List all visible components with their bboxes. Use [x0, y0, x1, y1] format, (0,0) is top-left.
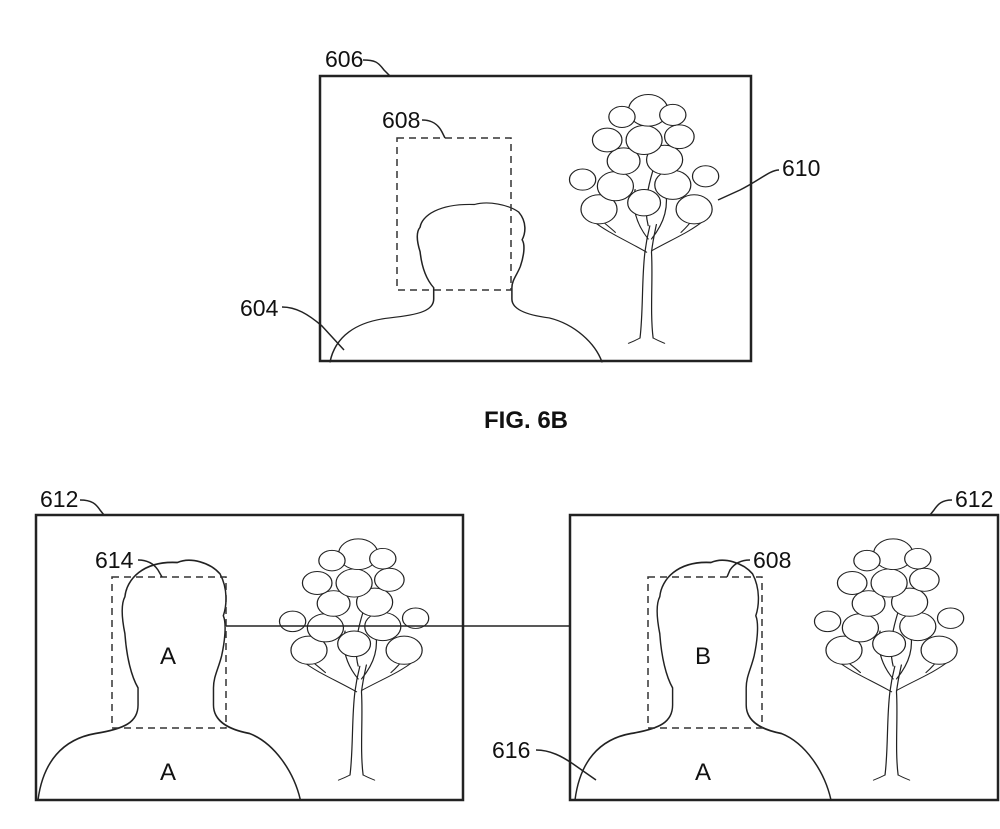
- top-panel: 606 608 604 610: [240, 46, 820, 363]
- body-letter-left: A: [160, 759, 176, 786]
- leader-608-right: [726, 559, 751, 578]
- leader-604: [281, 306, 345, 351]
- label-604: 604: [240, 295, 279, 321]
- label-612-right: 612: [955, 486, 993, 512]
- leader-612-left: [79, 499, 105, 516]
- figure-caption: FIG. 6B: [484, 407, 568, 434]
- label-606: 606: [325, 46, 363, 72]
- label-616: 616: [492, 737, 530, 763]
- body-letter-right: A: [695, 759, 711, 786]
- leader-614: [137, 559, 163, 578]
- face-box-608: [396, 137, 512, 291]
- label-608: 608: [382, 107, 420, 133]
- head-letter-right: B: [695, 643, 711, 670]
- leader-612-right: [929, 499, 953, 516]
- bottom-left-panel: 612 614 A A: [34, 486, 465, 802]
- label-610: 610: [782, 155, 820, 181]
- label-612-left: 612: [40, 486, 78, 512]
- bottom-right-panel: 612 608 B A 616: [492, 486, 1000, 802]
- label-614: 614: [95, 547, 134, 573]
- label-608-right: 608: [753, 547, 791, 573]
- leader-608: [421, 119, 446, 139]
- leader-606: [362, 59, 391, 77]
- leader-610: [717, 169, 780, 201]
- head-letter-left: A: [160, 643, 176, 670]
- leader-616: [535, 749, 597, 781]
